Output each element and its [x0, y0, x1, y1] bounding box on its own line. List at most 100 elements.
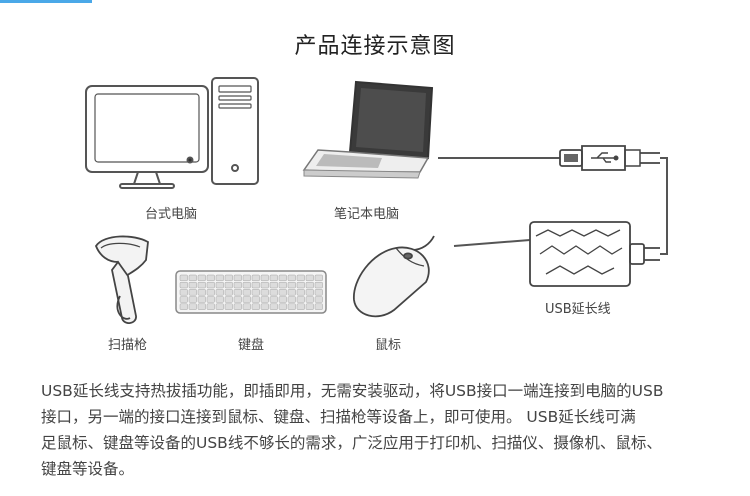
keyboard-key: [305, 281, 314, 289]
keyboard-key: [179, 281, 188, 289]
keyboard-key: [233, 289, 242, 296]
keyboard-key: [242, 296, 251, 303]
keyboard-key: [197, 289, 206, 296]
keyboard-key: [296, 296, 305, 303]
keyboard-key: [251, 303, 260, 310]
keyboard-key: [242, 303, 251, 310]
usb-extension-box-icon: [529, 221, 660, 287]
usb-plug-icon: [559, 145, 660, 171]
keyboard-icon: [175, 270, 327, 314]
keyboard-key: [314, 296, 323, 303]
keyboard-key: [269, 296, 278, 303]
keyboard-key: [278, 289, 287, 296]
keyboard-key: [314, 303, 323, 310]
keyboard-key: [251, 274, 260, 282]
keyboard-key: [269, 303, 278, 310]
keyboard-key: [269, 289, 278, 296]
keyboard-key: [233, 303, 242, 310]
description-line: 键盘等设备。: [41, 460, 135, 478]
keyboard-key: [296, 303, 305, 310]
keyboard-key: [233, 281, 242, 289]
keyboard-key: [260, 281, 269, 289]
keyboard-key: [179, 296, 188, 303]
keyboard-key: [188, 289, 197, 296]
caption-scanner: 扫描枪: [108, 338, 148, 353]
keyboard-key: [314, 274, 323, 282]
keyboard-key: [206, 281, 215, 289]
keyboard-key: [206, 274, 215, 282]
keyboard-key: [278, 296, 287, 303]
keyboard-key: [305, 296, 314, 303]
mouse-icon: [353, 235, 435, 318]
keyboard-key: [224, 296, 233, 303]
device-cable: [453, 239, 531, 247]
keyboard-key: [269, 274, 278, 282]
keyboard-key: [179, 274, 188, 282]
keyboard-key: [251, 289, 260, 296]
caption-usb-cable: USB延长线: [545, 302, 611, 317]
keyboard-key: [242, 274, 251, 282]
keyboard-key: [206, 303, 215, 310]
keyboard-key: [233, 296, 242, 303]
keyboard-key: [278, 303, 287, 310]
keyboard-key: [224, 274, 233, 282]
keyboard-key: [287, 289, 296, 296]
caption-mouse: 鼠标: [375, 338, 402, 353]
keyboard-key: [215, 281, 224, 289]
description-line: USB延长线支持热拔插功能，即插即用，无需安装驱动，将USB接口一端连接到电脑的…: [41, 382, 664, 400]
description-line: 接口，另一端的接口连接到鼠标、键盘、扫描枪等设备上，即可使用。 USB延长线可满: [41, 408, 636, 426]
keyboard-key: [215, 289, 224, 296]
keyboard-key: [188, 303, 197, 310]
keyboard-key: [224, 281, 233, 289]
keyboard-key: [215, 296, 224, 303]
keyboard-key: [197, 281, 206, 289]
caption-laptop: 笔记本电脑: [334, 207, 400, 222]
diagram-title: 产品连接示意图: [294, 34, 456, 59]
keyboard-key: [179, 289, 188, 296]
keyboard-key: [224, 289, 233, 296]
keyboard-key: [188, 296, 197, 303]
keyboard-key: [296, 274, 305, 282]
keyboard-key: [179, 303, 188, 310]
keyboard-key: [278, 274, 287, 282]
keyboard-key: [305, 303, 314, 310]
keyboard-key: [260, 289, 269, 296]
keyboard-key: [242, 281, 251, 289]
product-description: USB延长线支持热拔插功能，即插即用，无需安装驱动，将USB接口一端连接到电脑的…: [41, 378, 741, 482]
keyboard-key: [287, 281, 296, 289]
keyboard-key: [197, 296, 206, 303]
keyboard-key: [269, 281, 278, 289]
description-line: 足鼠标、键盘等设备的USB线不够长的需求，广泛应用于打印机、扫描仪、摄像机、鼠标…: [41, 434, 662, 452]
desktop-computer-icon: [85, 77, 259, 189]
keyboard-key: [197, 274, 206, 282]
keyboard-key: [233, 274, 242, 282]
keyboard-key: [260, 296, 269, 303]
keyboard-key: [251, 281, 260, 289]
keyboard-key: [287, 274, 296, 282]
keyboard-key: [260, 303, 269, 310]
keyboard-key: [215, 274, 224, 282]
caption-desktop: 台式电脑: [145, 207, 198, 222]
keyboard-key: [305, 274, 314, 282]
keyboard-key: [242, 289, 251, 296]
keyboard-key: [206, 289, 215, 296]
keyboard-key: [224, 303, 233, 310]
keyboard-key: [188, 274, 197, 282]
keyboard-key: [278, 281, 287, 289]
keyboard-key: [251, 296, 260, 303]
top-accent-bar: [0, 0, 92, 3]
barcode-scanner-icon: [94, 235, 149, 324]
keyboard-key: [296, 289, 305, 296]
caption-keyboard: 键盘: [238, 338, 265, 353]
keyboard-key: [215, 303, 224, 310]
keyboard-key: [314, 289, 323, 296]
keyboard-key: [287, 296, 296, 303]
keyboard-key: [314, 281, 323, 289]
usb-extension-cable: [660, 157, 668, 255]
keyboard-key: [305, 289, 314, 296]
keyboard-key: [260, 274, 269, 282]
keyboard-key: [197, 303, 206, 310]
keyboard-key: [296, 281, 305, 289]
keyboard-key: [206, 296, 215, 303]
